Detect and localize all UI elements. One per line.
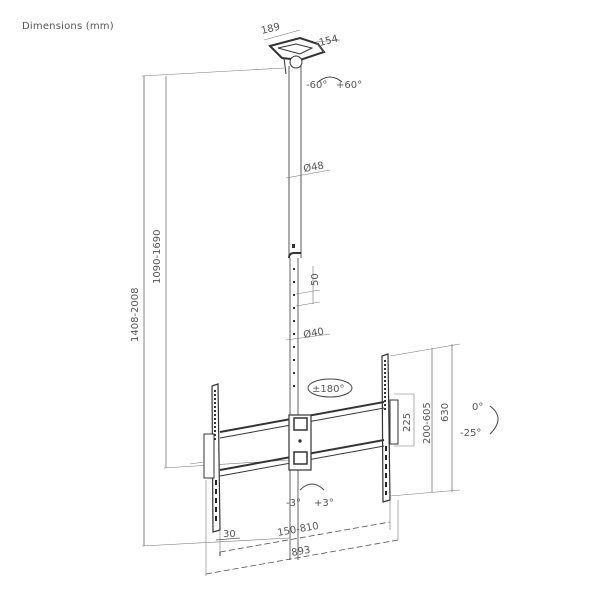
upper-pole [288,66,302,258]
right-arm [381,353,399,503]
total-height-label: 1408-2008 [130,287,141,342]
tilt-bottom-label: -25° [460,428,481,439]
pole-height-label: 1090-1690 [152,229,163,284]
center-bracket [288,414,312,471]
tilt-arrow-icon [489,405,499,435]
diagram-title: Dimensions (mm) [22,21,114,32]
rotation-label: ±180° [312,384,344,395]
upper-diameter-label: Ø48 [302,160,324,175]
level-arrow-icon [299,483,325,491]
swivel-arrow-icon [317,76,343,83]
tilt-top-label: 0° [472,402,483,413]
arm-height-label: 630 [440,403,451,422]
level-minus-label: -3° [286,498,301,509]
plate-width-label: 189 [260,22,281,37]
bracket-height-label: 225 [402,413,413,432]
arm-width-label: 30 [223,529,236,540]
vesa-vertical-label: 200-605 [422,402,433,444]
swivel-minus-label: -60° [306,80,327,91]
lower-diameter-label: Ø40 [302,326,324,341]
total-width-label: 893 [291,545,312,559]
level-plus-label: +3° [314,498,334,509]
lower-pole [288,244,301,560]
swivel-plus-label: +60° [336,80,362,91]
hole-spacing-label: 50 [310,273,321,286]
rotation-arrow-icon [307,378,353,398]
left-arm [203,383,221,533]
plate-depth-label: 154 [318,34,339,49]
